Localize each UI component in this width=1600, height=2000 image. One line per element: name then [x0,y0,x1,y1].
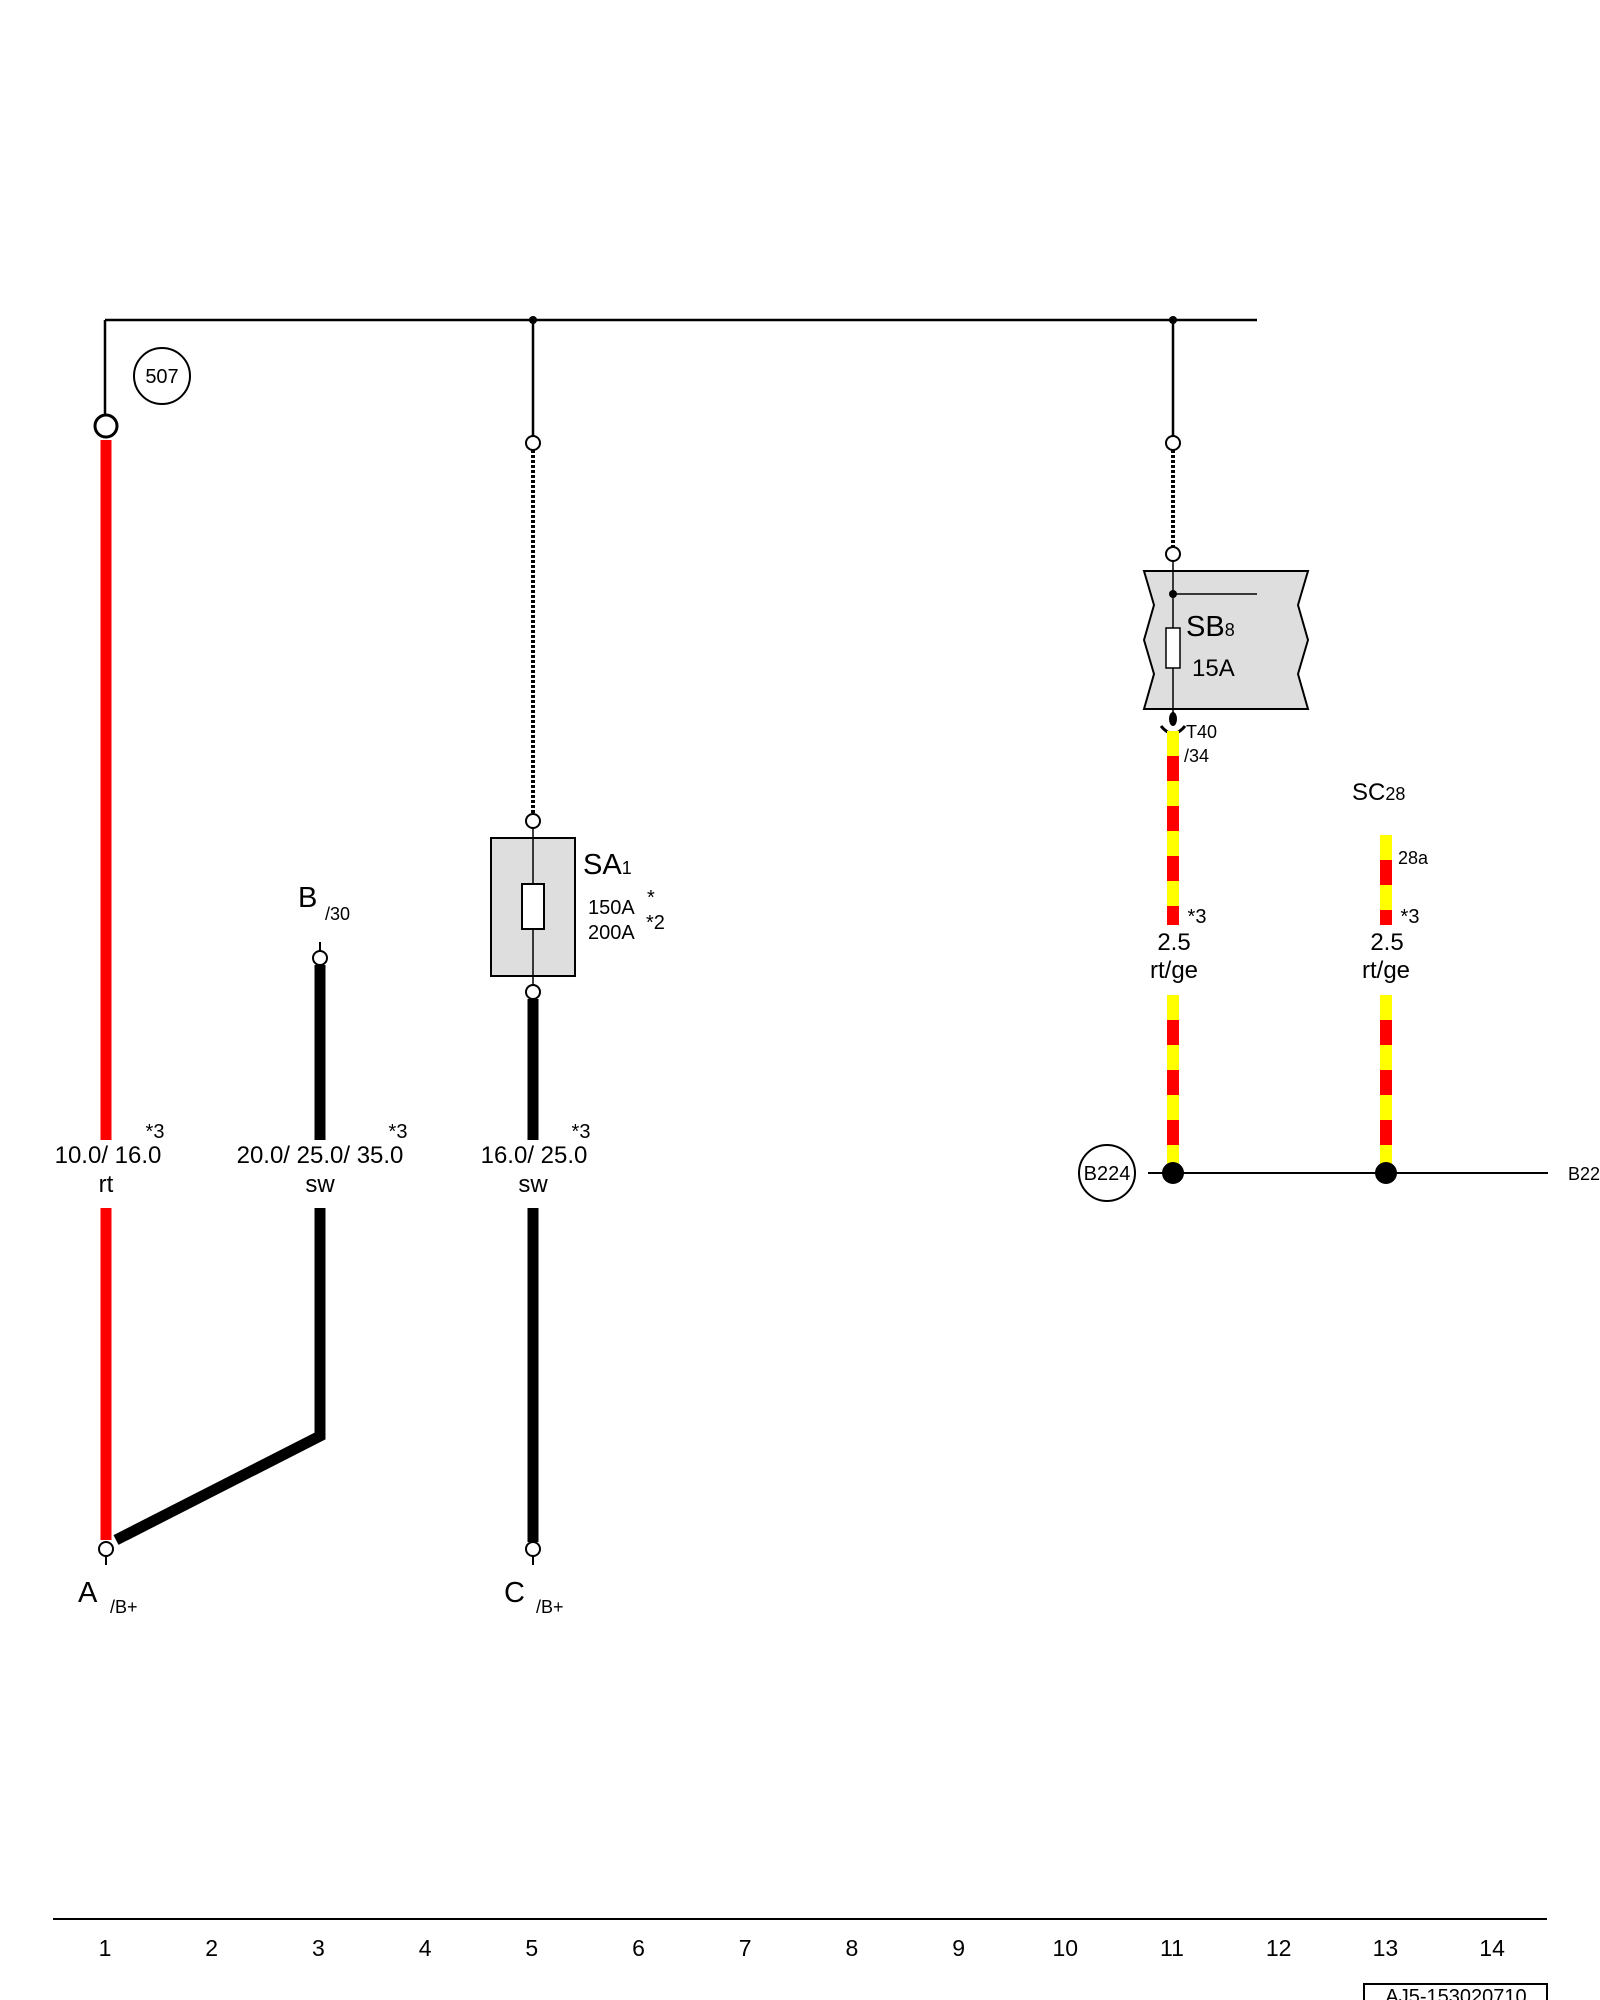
wire-col3-size: 20.0/ 25.0/ 35.0 [237,1142,404,1169]
bridge-sc28-name: SC28 [1352,779,1405,806]
pin-terminal-b [312,950,328,966]
node-507-circle [133,347,191,405]
wire-col1-color: rt [99,1171,114,1198]
wire-col5-note: *3 [572,1121,591,1143]
wire-col3-lower [113,1208,326,1545]
pin-col5-3 [525,984,541,1000]
fuse-sa1-rating-2: 200A [588,922,635,944]
column-number: 12 [1266,1935,1292,1961]
connector-t40-line1: T40 [1186,722,1217,742]
bridge-sc28-pin: 28a [1398,848,1429,868]
column-number: 9 [952,1935,965,1961]
column-number: 6 [632,1935,645,1961]
bridge-sc28-name-main: SC [1352,779,1385,806]
node-b224-circle [1078,1144,1136,1202]
pin-col11-1 [1165,435,1181,451]
fuse-sb8-name: SB8 [1186,611,1235,643]
column-number: 11 [1160,1935,1184,1961]
footer-code: AJ5-153020710 [1385,1986,1526,2000]
column-number: 1 [99,1935,112,1961]
column-number: 7 [739,1935,752,1961]
wire-col11-color: rt/ge [1150,957,1198,984]
wire-col5-color: sw [518,1171,548,1198]
wire-col13-note: *3 [1401,906,1420,928]
wire-col13-color: rt/ge [1362,957,1410,984]
bridge-sc28-name-index: 28 [1385,784,1405,804]
column-number: 14 [1479,1935,1505,1961]
fuse-sa1-name-main: SA [583,849,622,881]
pin-col5-2 [525,813,541,829]
column-number: 4 [419,1935,432,1961]
fuse-sb8-name-main: SB [1186,611,1225,643]
terminal-c-sub: /B+ [536,1597,564,1617]
fuse-sa1-star-2: *2 [646,912,665,934]
wire-col13-size: 2.5 [1370,929,1403,956]
wire-col11-note: *3 [1188,906,1207,928]
wire-col1-note: *3 [146,1121,165,1143]
footer-code-box [1363,1983,1548,2000]
pin-terminal-a [98,1541,114,1557]
wire-col3-color: sw [305,1171,335,1198]
connector-t40-pin [1169,712,1177,726]
wire-col5-size: 16.0/ 25.0 [481,1142,588,1169]
node-507-label: 507 [145,366,178,388]
pin-terminal-c [525,1541,541,1557]
fuse-sa1-rating-1: 150A [588,897,635,919]
fuse-box-sb-panel [1142,570,1310,710]
connector-t40-line2: /34 [1184,746,1209,766]
fuse-sa1-star-1: * [647,887,655,909]
b224-junction-col11 [1162,1162,1184,1184]
terminal-b-letter: B [298,882,317,914]
column-number: 5 [525,1935,538,1961]
terminal-a-letter: A [78,1577,98,1609]
fuse-sa1-element [521,883,545,930]
pin-col1-top [93,413,119,439]
fuse-sb8-rating: 15A [1192,655,1235,682]
terminal-a-sub: /B+ [110,1597,138,1617]
fuse-sa1-name: SA1 [583,849,632,881]
column-number: 8 [846,1935,859,1961]
b224-junction-col13 [1375,1162,1397,1184]
fuse-sb8-element [1165,627,1181,669]
wire-col11-size: 2.5 [1157,929,1190,956]
column-number: 13 [1373,1935,1399,1961]
terminal-b-sub: /30 [325,904,350,924]
wire-col3-note: *3 [389,1121,408,1143]
node-b224-label: B224 [1084,1163,1131,1185]
fuse-sb8-name-index: 8 [1225,620,1235,640]
pin-col11-2 [1165,546,1181,562]
fuse-sa1-name-index: 1 [622,858,632,878]
pin-col5-1 [525,435,541,451]
b224-continuation-label: B224 [1568,1164,1600,1184]
column-number: 2 [205,1935,218,1961]
column-number: 3 [312,1935,325,1961]
terminal-c-letter: C [504,1577,525,1609]
wire-col1-size: 10.0/ 16.0 [55,1142,162,1169]
column-number: 10 [1053,1935,1079,1961]
